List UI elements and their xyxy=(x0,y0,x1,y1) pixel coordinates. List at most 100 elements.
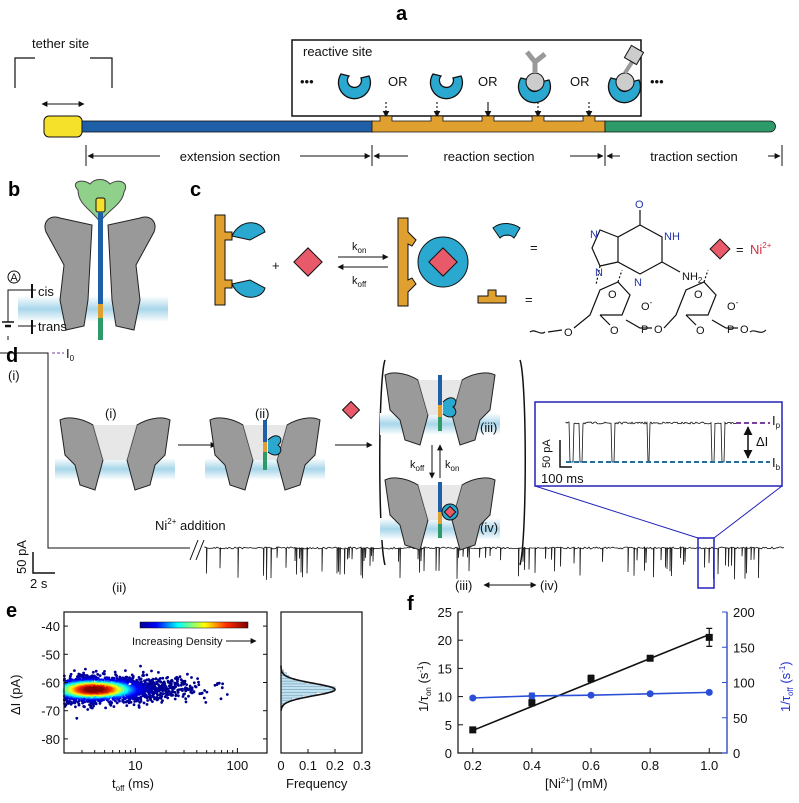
scatter-point xyxy=(171,687,174,691)
scatter-point xyxy=(141,670,145,674)
zoom-inset xyxy=(534,401,783,487)
y-tick-label: -70 xyxy=(41,704,60,719)
histogram-bar xyxy=(280,692,317,696)
scatter-point xyxy=(96,673,100,676)
atom-o: O xyxy=(564,327,573,339)
delta-i-label: ΔI xyxy=(756,434,768,449)
pore-right-half xyxy=(107,216,156,331)
scatter-point xyxy=(124,669,127,672)
scatter-point xyxy=(94,678,98,681)
inset-scale-current: 50 pA xyxy=(541,439,553,468)
panel-c: c + kon koff = O N N NH N NH2 = Ni2+ = xyxy=(190,179,772,339)
panel-b: b A cis trans xyxy=(2,179,168,340)
density-scatter xyxy=(62,664,229,720)
scale-current-label: 50 pA xyxy=(14,540,29,574)
state-ii-label: (ii) xyxy=(255,406,269,421)
scatter-point xyxy=(85,699,89,703)
kon-state-label: kon xyxy=(445,459,459,473)
axis-break-icon xyxy=(189,539,205,561)
scatter-point xyxy=(161,676,165,680)
scatter-point xyxy=(103,670,106,673)
x-tick-label: 0.3 xyxy=(353,758,371,773)
y-left-tick-label: 25 xyxy=(438,605,452,620)
inset-trace xyxy=(565,421,738,463)
scatter-point xyxy=(159,691,163,695)
equals-sign: = xyxy=(525,292,533,307)
scatter-point xyxy=(86,708,90,711)
state-i-trace-label: (i) xyxy=(8,368,20,383)
panel-label-a: a xyxy=(396,3,408,25)
atom-ominus: O- xyxy=(727,298,739,313)
colorbar-label: Increasing Density xyxy=(132,636,223,648)
panel-label-b: b xyxy=(8,179,20,201)
x-tick-label: 0.6 xyxy=(582,758,600,773)
reactive-site-box xyxy=(291,39,642,117)
scatter-point xyxy=(155,696,159,699)
scatter-point xyxy=(98,702,102,705)
scatter-point xyxy=(125,704,129,707)
x-tick-label: 0.2 xyxy=(464,758,482,773)
binding-arrows xyxy=(382,102,593,118)
inset-scale-time: 100 ms xyxy=(541,471,584,486)
plus-sign: + xyxy=(272,258,280,273)
y-left-tick-label: 15 xyxy=(438,661,452,676)
extension-section-label: extension section xyxy=(180,149,280,164)
reactive-site-label: reactive site xyxy=(303,44,372,59)
x-tick-label: 0.2 xyxy=(326,758,344,773)
or-text: OR xyxy=(478,74,498,89)
scatter-point xyxy=(173,697,177,701)
scatter-point xyxy=(221,682,225,686)
backbone-bound xyxy=(397,217,417,307)
x-tick-label: 0 xyxy=(277,758,284,773)
scatter-point xyxy=(225,693,229,696)
atom-ominus: O- xyxy=(641,298,653,313)
scatter-point xyxy=(75,716,79,720)
scatter-point xyxy=(177,694,180,698)
scatter-point xyxy=(82,705,86,708)
y-right-tick-label: 100 xyxy=(733,676,755,691)
atom-o: O xyxy=(610,325,619,337)
traction-section-label: traction section xyxy=(650,149,737,164)
current-trace-events xyxy=(204,546,785,580)
current-trace-open xyxy=(0,352,190,549)
scatter-point xyxy=(88,703,91,707)
scatter-point xyxy=(104,706,107,710)
y-right-tick-label: 150 xyxy=(733,640,755,655)
scatter-point xyxy=(67,699,71,703)
traction-strand xyxy=(604,120,776,133)
y-right-tick-label: 0 xyxy=(733,746,740,761)
scatter-point xyxy=(139,698,143,701)
scatter-point xyxy=(115,701,119,705)
scatter-point xyxy=(157,671,160,674)
atom-o: O xyxy=(696,325,705,337)
x-axis-label-f: [Ni2+] (mM) xyxy=(545,776,608,791)
scatter-point xyxy=(161,699,164,702)
y-tick-label: -80 xyxy=(41,732,60,747)
section-brackets xyxy=(85,145,783,166)
scatter-point xyxy=(197,680,200,684)
x-axis-label-e: toff (ms) xyxy=(112,776,154,793)
y-right-tick-label: 50 xyxy=(733,711,747,726)
scatter-point xyxy=(131,676,135,680)
pore-state-i-icon xyxy=(54,417,176,491)
scatter-point xyxy=(159,680,163,684)
nickel-ion-icon xyxy=(293,247,323,277)
scatter-point xyxy=(141,674,145,677)
equals-sign: = xyxy=(736,242,744,257)
scatter-point xyxy=(169,686,172,690)
scatter-point xyxy=(73,669,76,672)
scatter-point xyxy=(182,682,186,686)
scatter-point xyxy=(184,697,188,701)
scatter-point xyxy=(113,670,117,674)
backbone-key-icon xyxy=(477,289,507,304)
scatter-point xyxy=(213,683,217,687)
x-tick-label: 0.4 xyxy=(523,758,541,773)
tau-off-point xyxy=(469,694,477,702)
scatter-point xyxy=(77,675,81,679)
scatter-point xyxy=(177,684,180,687)
x-tick-label: 0.8 xyxy=(641,758,659,773)
y-left-tick-label: 10 xyxy=(438,690,452,705)
